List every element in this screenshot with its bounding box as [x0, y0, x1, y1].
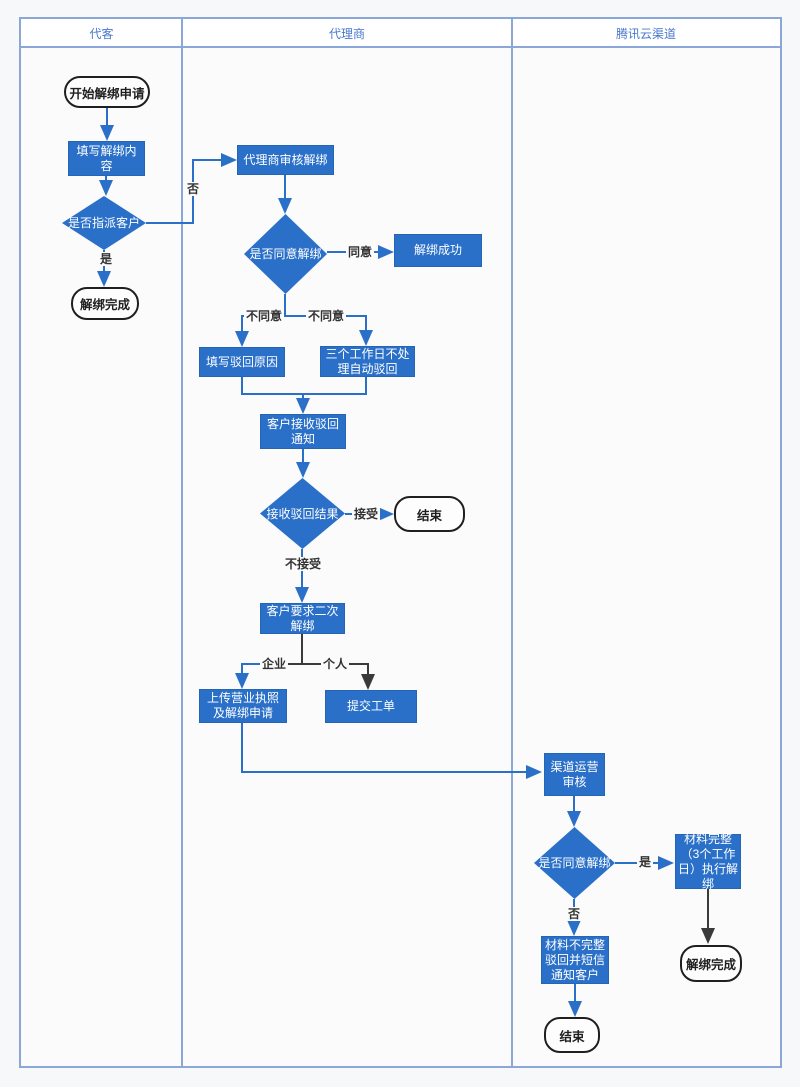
lane-divider-2: [511, 19, 513, 1066]
edge-label-enterprise: 企业: [259, 657, 289, 671]
node-unbind-success: 解绑成功: [394, 234, 482, 267]
edge-label-no-1: 否: [184, 182, 202, 196]
edge-label-not-accept: 不接受: [282, 557, 324, 571]
node-fill-reject-reason: 填写驳回原因: [199, 347, 285, 377]
node-receive-reject-notice: 客户接收驳回通知: [260, 414, 346, 449]
edge-label-accept: 接受: [351, 507, 381, 521]
decision-label: 接收驳回结果: [266, 506, 339, 521]
edge-label-disagree-left: 不同意: [243, 309, 285, 323]
node-unbind-done-1: 解绑完成: [71, 287, 139, 320]
lane-header-proxy: 代客: [89, 27, 114, 41]
edge-label-agree: 同意: [345, 245, 375, 259]
edge-label-personal: 个人: [320, 657, 350, 671]
node-agent-review: 代理商审核解绑: [237, 145, 334, 175]
connector-layer: [97, 108, 715, 1017]
node-material-incomplete: 材料不完整驳回并短信通知客户: [541, 936, 609, 984]
decision-assign-customer: 是否指派客户: [62, 196, 146, 250]
edge-label-no-2: 否: [565, 907, 583, 921]
edge-label-yes-2: 是: [636, 855, 654, 869]
node-second-unbind-request: 客户要求二次解绑: [260, 603, 345, 634]
edge-label-yes-1: 是: [97, 252, 115, 266]
node-upload-license: 上传营业执照及解绑申请: [199, 689, 287, 723]
node-auto-reject: 三个工作日不处理自动驳回: [320, 346, 415, 377]
node-end-2: 结束: [544, 1017, 600, 1053]
edge-enterprise-to-upload: [235, 663, 268, 689]
edge-merge-right: [304, 377, 367, 395]
lane-header-agent: 代理商: [328, 27, 365, 41]
decision-channel-agree: 是否同意解绑: [534, 827, 615, 899]
decision-agent-agree: 是否同意解绑: [244, 214, 327, 294]
node-start-terminator: 开始解绑申请: [64, 76, 150, 108]
lane-divider-1: [181, 19, 183, 1066]
swimlane-frame: 代客 代理商 腾讯云渠道: [19, 17, 782, 1068]
node-submit-ticket: 提交工单: [325, 690, 417, 723]
decision-label: 是否指派客户: [67, 216, 140, 230]
edge-label-disagree-right: 不同意: [305, 309, 347, 323]
edge-upload-to-channel-review: [241, 723, 542, 779]
node-end-1: 结束: [394, 496, 465, 532]
decision-label: 是否同意解绑: [249, 247, 322, 261]
edge-merge-to-notice: [241, 377, 310, 414]
lane-header-band: [21, 19, 780, 48]
node-unbind-done-2: 解绑完成: [680, 945, 742, 982]
node-channel-review: 渠道运营审核: [544, 753, 605, 796]
decision-receive-result: 接收驳回结果: [260, 478, 345, 549]
lane-header-tencent-channel: 腾讯云渠道: [615, 27, 676, 41]
node-material-complete: 材料完整（3个工作日）执行解绑: [675, 832, 741, 891]
node-fill-content: 填写解绑内容: [68, 141, 145, 176]
decision-label: 是否同意解绑: [538, 856, 611, 870]
